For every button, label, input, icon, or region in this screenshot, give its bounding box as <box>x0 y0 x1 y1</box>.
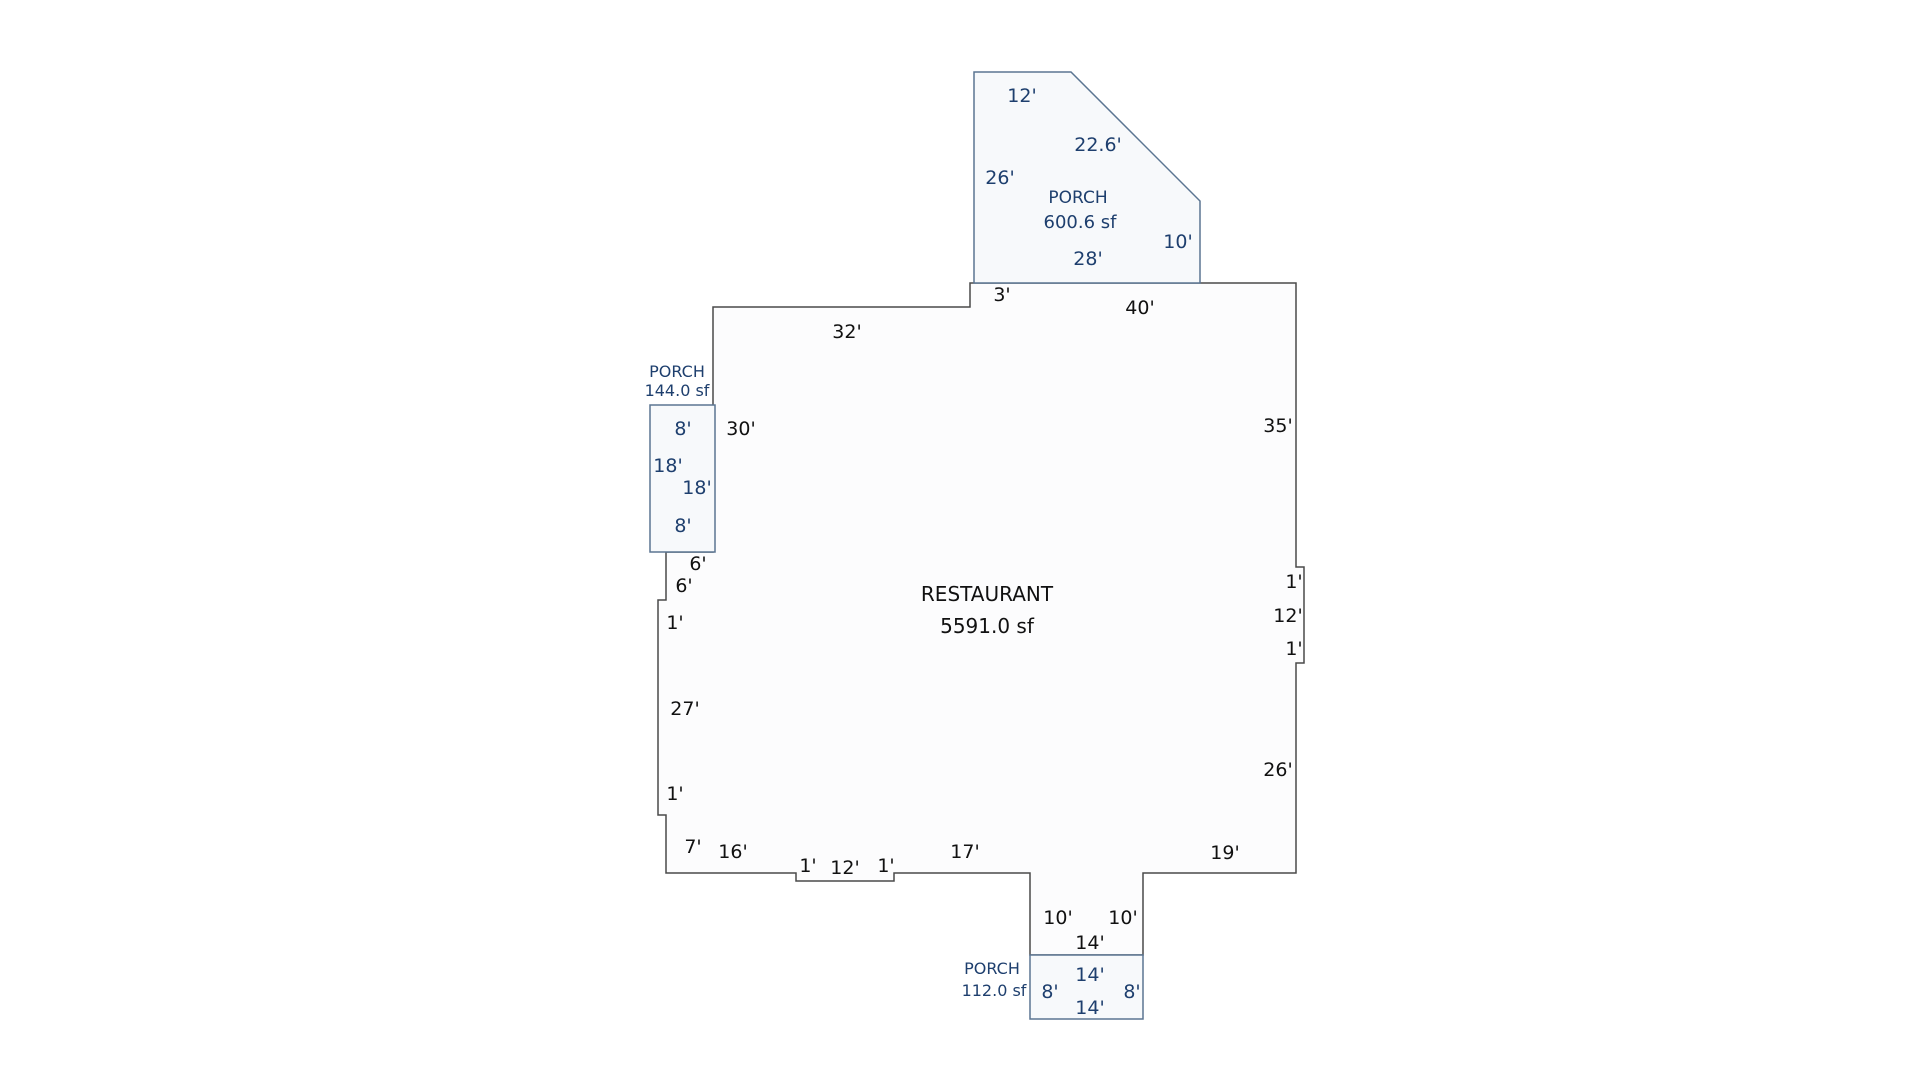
dim-bottom-mid: 17' <box>950 841 979 863</box>
porch-west-dim-top: 8' <box>674 418 691 440</box>
porch-west-dim-right: 18' <box>682 477 711 499</box>
porch-south-dim-top: 14' <box>1075 964 1104 986</box>
porch-west-dim-bottom: 8' <box>674 515 691 537</box>
porch-north-area: 600.6 sf <box>1044 212 1118 233</box>
dim-bottom-bump: 12' <box>830 857 859 879</box>
dim-left-corner: 7' <box>684 836 701 858</box>
porch-north-label: PORCH <box>1048 188 1107 208</box>
porch-west-area: 144.0 sf <box>645 381 710 400</box>
porch-west-dim-left: 18' <box>653 455 682 477</box>
restaurant-outline <box>657 282 1305 956</box>
dim-bottom-bump-right: 1' <box>877 855 894 877</box>
dim-right-bump-bottom: 1' <box>1285 638 1302 660</box>
porch-north-dim-top: 12' <box>1007 85 1036 107</box>
dim-left-step-lower: 1' <box>666 783 683 805</box>
porch-north-outline <box>973 71 1201 284</box>
dim-left-mid: 27' <box>670 698 699 720</box>
dim-left-upper: 6' <box>675 575 692 597</box>
porch-south-annotations: PORCH 112.0 sf 14' 8' 8' 14' <box>962 959 1141 1019</box>
porch-north-dim-bottom: 28' <box>1073 248 1102 270</box>
dim-bottom-right: 19' <box>1210 842 1239 864</box>
dim-notch-right: 10' <box>1108 907 1137 929</box>
porch-west-annotations: PORCH 144.0 sf 8' 18' 18' 8' <box>645 362 712 537</box>
dim-left-step-upper: 1' <box>666 612 683 634</box>
dim-right-bump: 12' <box>1273 605 1302 627</box>
restaurant-area: 5591.0 sf <box>940 614 1035 638</box>
dim-bottom-left: 16' <box>718 841 747 863</box>
restaurant-label: RESTAURANT <box>921 582 1054 606</box>
dim-notch-left: 10' <box>1043 907 1072 929</box>
porch-north-dim-right: 10' <box>1163 231 1192 253</box>
porch-south-label: PORCH <box>964 959 1020 978</box>
porch-south-area: 112.0 sf <box>962 981 1027 1000</box>
porch-west-outline <box>649 404 716 553</box>
dim-left-notch: 6' <box>689 553 706 575</box>
porch-north-dim-left: 26' <box>985 167 1014 189</box>
porch-south-outline <box>1029 954 1144 1020</box>
dim-left-top: 30' <box>726 418 755 440</box>
dim-right-upper: 35' <box>1263 415 1292 437</box>
porch-north-annotations: PORCH 600.6 sf 12' 22.6' 26' 10' 28' <box>985 85 1192 270</box>
dim-bottom-bump-left: 1' <box>799 855 816 877</box>
porch-south-dim-bottom: 14' <box>1075 997 1104 1019</box>
dim-right-bump-top: 1' <box>1285 571 1302 593</box>
porch-south-dim-left: 8' <box>1041 981 1058 1003</box>
dim-right-lower: 26' <box>1263 759 1292 781</box>
porch-north-dim-diagonal: 22.6' <box>1074 134 1122 156</box>
dim-notch-bottom: 14' <box>1075 932 1104 954</box>
dim-top-left: 32' <box>832 321 861 343</box>
porch-west-label: PORCH <box>649 362 705 381</box>
porch-south-dim-right: 8' <box>1123 981 1140 1003</box>
dim-top-step: 3' <box>993 284 1010 306</box>
restaurant-dimensions: 32' 3' 40' 35' 1' 12' 1' 26' 19' 10' 10'… <box>666 284 1302 954</box>
dim-top-right: 40' <box>1125 297 1154 319</box>
